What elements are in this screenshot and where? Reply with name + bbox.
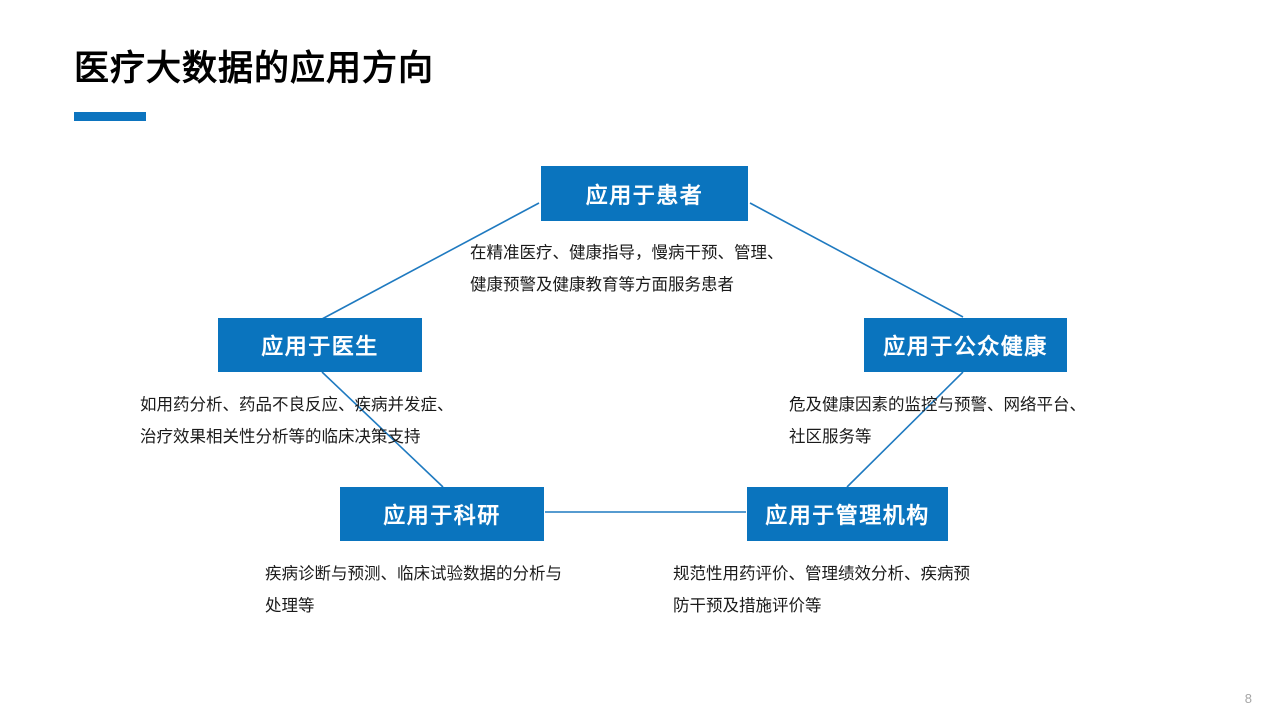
- node-administration[interactable]: 应用于管理机构: [747, 487, 948, 541]
- node-research[interactable]: 应用于科研: [340, 487, 544, 541]
- node-patient-description: 在精准医疗、健康指导，慢病干预、管理、 健康预警及健康教育等方面服务患者: [470, 244, 784, 294]
- node-doctor-description: 如用药分析、药品不良反应、疾病并发症、 治疗效果相关性分析等的临床决策支持: [140, 396, 454, 446]
- edge-patient-to-public-health: [749, 202, 964, 318]
- edge-public-health-to-administration: [846, 371, 964, 488]
- title-underline-rule: [74, 112, 146, 121]
- node-administration-description: 规范性用药评价、管理绩效分析、疾病预 防干预及措施评价等: [673, 565, 970, 615]
- edge-doctor-to-patient: [321, 202, 540, 320]
- page-title: 医疗大数据的应用方向: [74, 49, 435, 88]
- node-public-health-description: 危及健康因素的监控与预警、网络平台、 社区服务等: [789, 396, 1086, 446]
- node-patient[interactable]: 应用于患者: [541, 166, 748, 221]
- edge-doctor-to-research: [321, 371, 444, 488]
- node-public-health[interactable]: 应用于公众健康: [864, 318, 1067, 372]
- page-number: 8: [1244, 691, 1252, 706]
- node-research-description: 疾病诊断与预测、临床试验数据的分析与 处理等: [265, 565, 562, 615]
- node-doctor[interactable]: 应用于医生: [218, 318, 422, 372]
